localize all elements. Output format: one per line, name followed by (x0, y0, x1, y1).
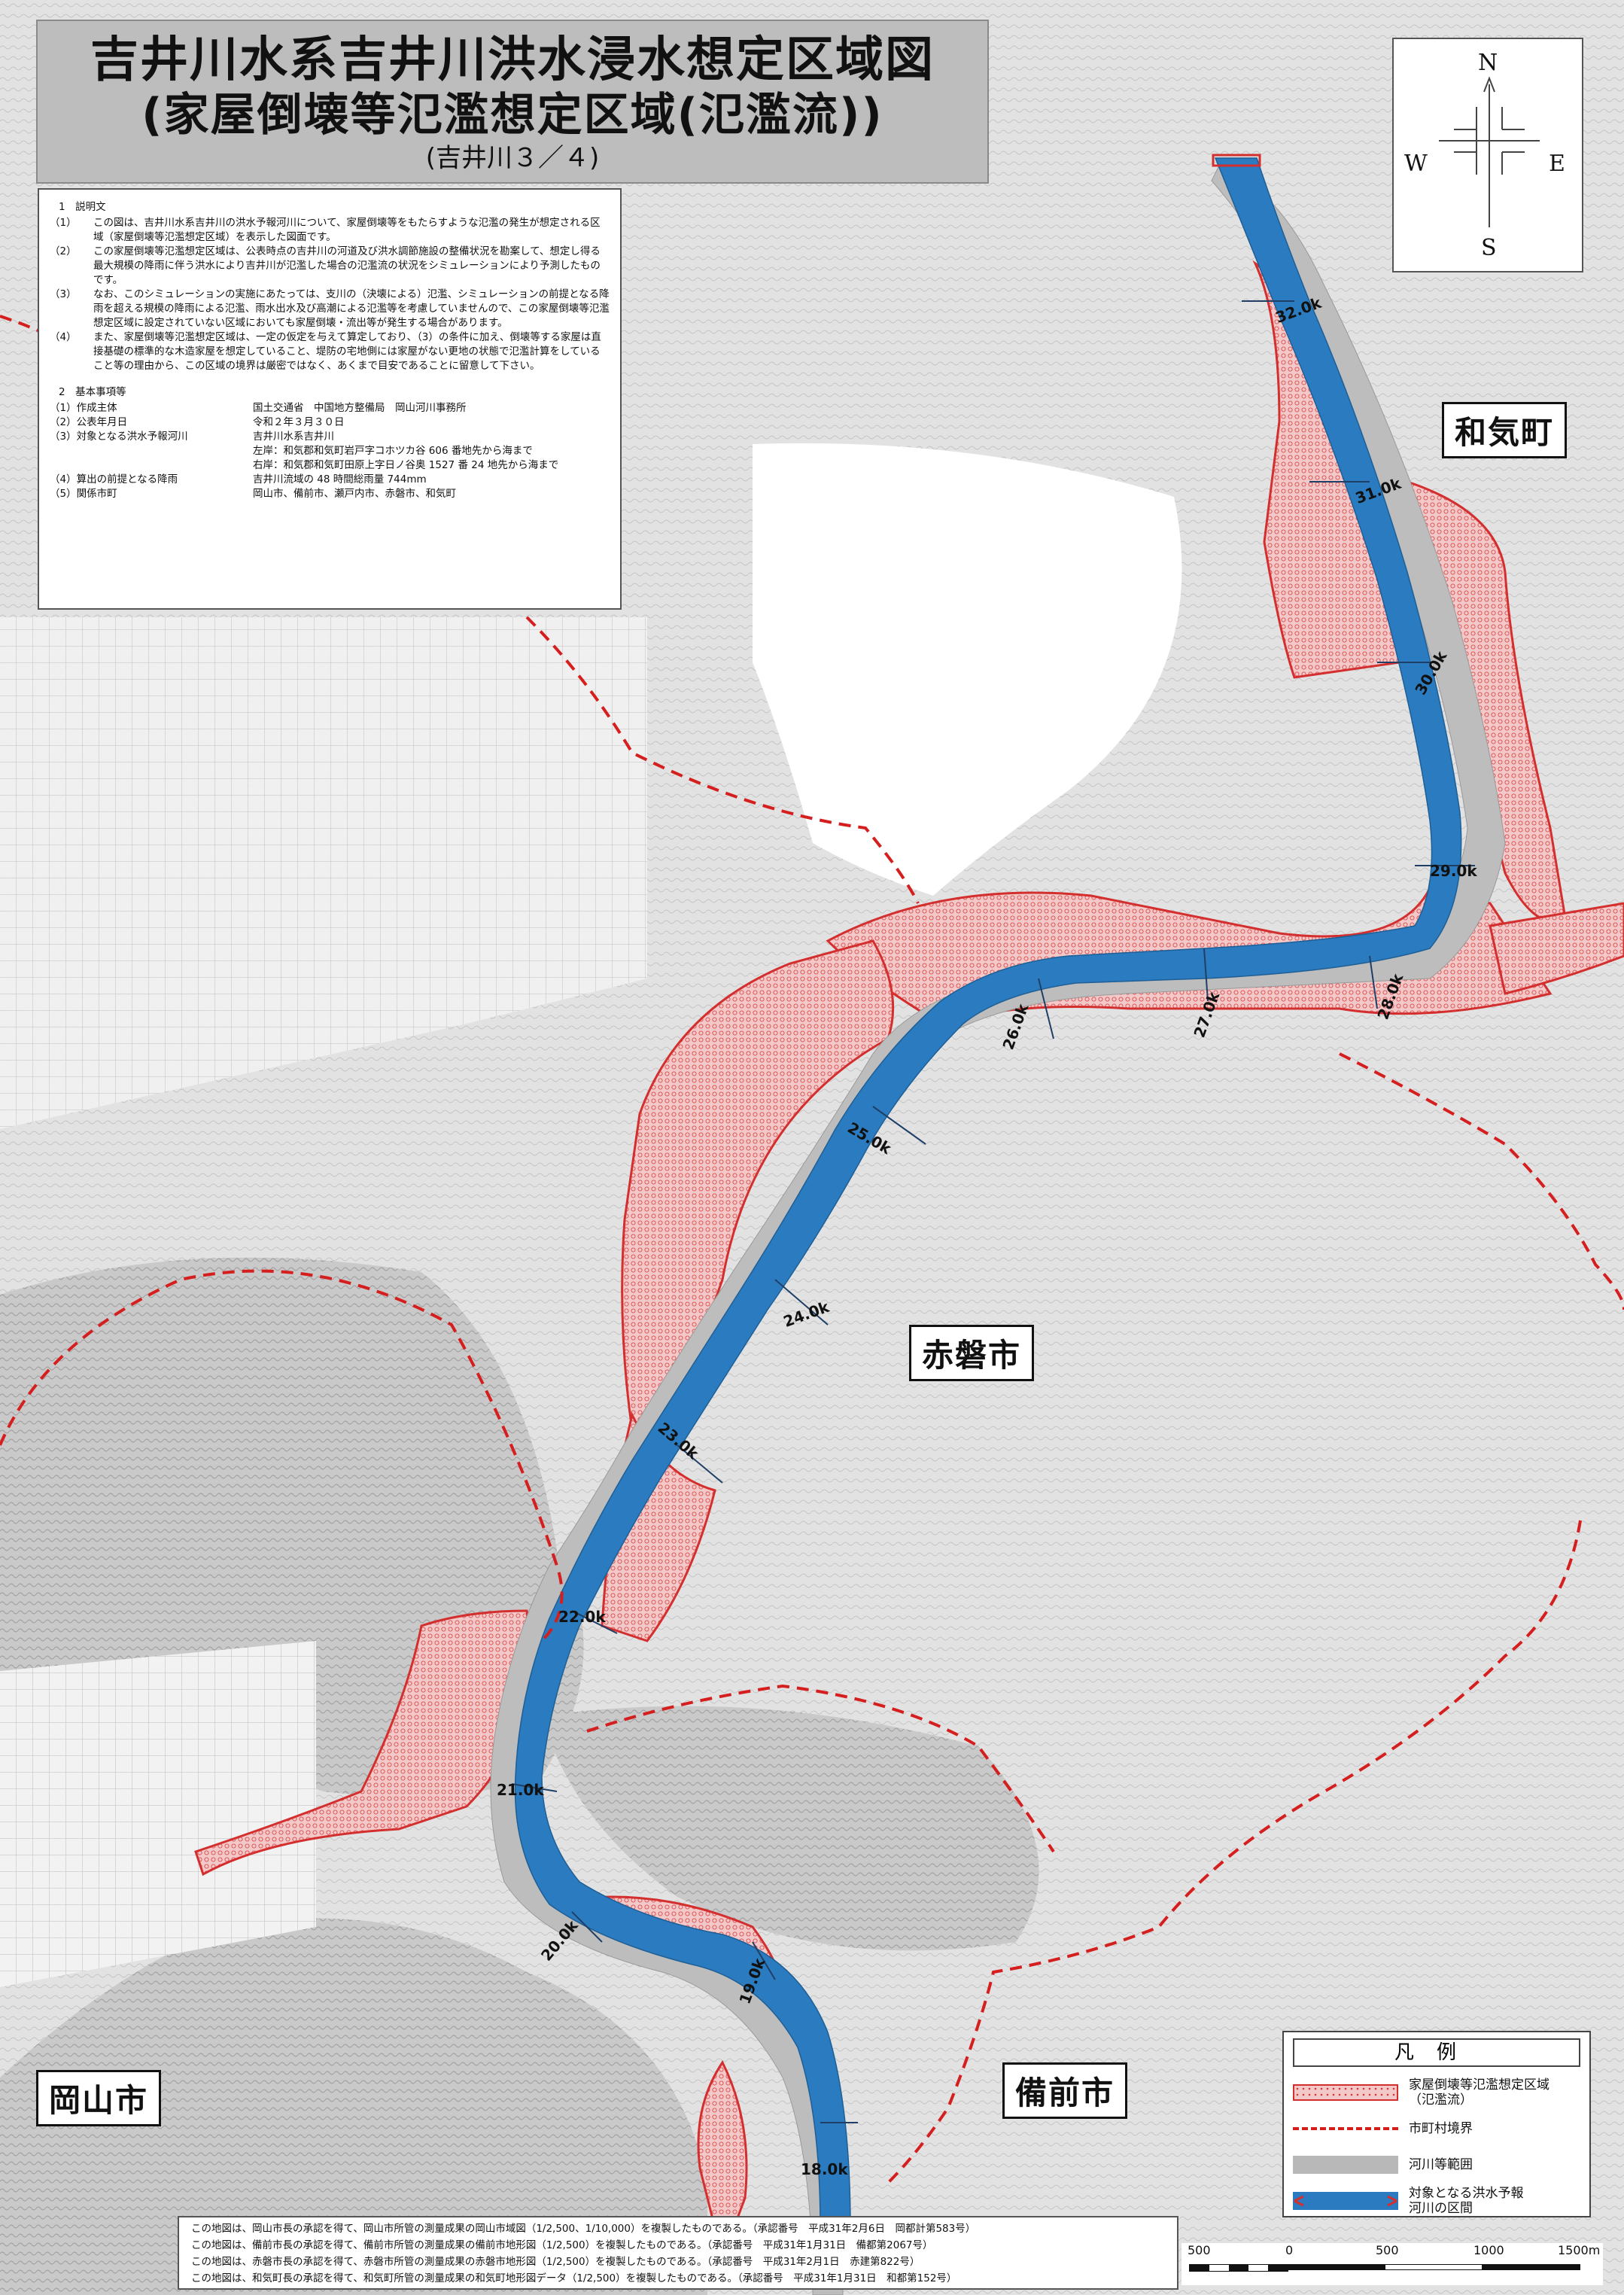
map-subtitle: (家屋倒壊等氾濫想定区域(氾濫流)) (141, 89, 883, 142)
km-marker: 22.0k (558, 1608, 606, 1626)
fact-row: （2）公表年月日 令和２年３月３０日 (50, 416, 345, 428)
compass-north: N (1478, 50, 1498, 76)
scale-label: 0 (1285, 2243, 1294, 2257)
facts-heading: 2 基本事項等 (59, 386, 126, 398)
description-heading: 1 説明文 (59, 201, 106, 213)
river-zone-swatch (1293, 2156, 1398, 2174)
fact-row: 右岸：和気郡和気町田原上字日ノ谷奥 1527 番 24 地先から海まで (253, 459, 559, 471)
legend-label: 対象となる洪水予報 河川の区間 (1409, 2186, 1524, 2216)
fact-row: （1）作成主体 国土交通省 中国地方整備局 岡山河川事務所 (50, 402, 467, 414)
legend-item-target-river: 対象となる洪水予報 河川の区間 (1293, 2183, 1580, 2219)
scale-bar: 500 0 500 1000 1500m (1182, 2243, 1603, 2285)
legend-item-boundary: 市町村境界 (1293, 2111, 1580, 2147)
flood-zone-swatch (1293, 2084, 1398, 2101)
boundary-east (1339, 1052, 1624, 1310)
place-label-wake: 和気町 (1442, 402, 1568, 458)
river-start-marker (1212, 154, 1261, 167)
fact-row: （5）関係市町 岡山市、備前市、瀬戸内市、赤磐市、和気町 (50, 488, 456, 500)
description-panel: 1 説明文 （1） この図は、吉井川水系吉井川の洪水予報河川について、家屋倒壊等… (38, 188, 622, 610)
legend-item-flood-zone: 家屋倒壊等氾濫想定区域 （氾濫流） (1293, 2074, 1580, 2111)
boundary-southeast (887, 1520, 1582, 2184)
legend-label: 河川等範囲 (1409, 2157, 1473, 2172)
credit-line: この地図は、岡山市長の承認を得て、岡山市所管の測量成果の岡山市域図（1/2,50… (191, 2223, 976, 2235)
credit-line: この地図は、赤磐市長の承認を得て、赤磐市所管の測量成果の赤磐市地形図（1/2,5… (191, 2256, 920, 2268)
description-paragraph: （4） また、家屋倒壊等氾濫想定区域は、一定の仮定を与えて算定しており、（3）の… (50, 331, 601, 372)
target-river-swatch (1293, 2192, 1398, 2210)
boundary-swatch (1293, 2117, 1398, 2140)
okayama-town-area (0, 1641, 316, 1987)
boundary-north (525, 616, 920, 904)
fact-row: （3）対象となる洪水予報河川 吉井川水系吉井川 (50, 431, 334, 443)
credit-line: この地図は、備前市長の承認を得て、備前市所管の測量成果の備前市地形図（1/2,5… (191, 2239, 933, 2251)
boundary-south-center (586, 1684, 1055, 1853)
compass-icon (1439, 76, 1540, 227)
compass-south: S (1481, 235, 1497, 261)
scale-label: 500 (1376, 2243, 1399, 2257)
scale-label: 1500m (1558, 2243, 1601, 2257)
map-title: 吉井川水系吉井川洪水浸水想定区域図 (90, 32, 935, 88)
place-label-bizen: 備前市 (1002, 2062, 1128, 2119)
fact-row: 左岸：和気郡和気町岩戸字コホツカ谷 606 番地先から海まで (253, 445, 533, 457)
south-center-hills (542, 1706, 1039, 1951)
scale-label: 500 (1188, 2243, 1211, 2257)
map-sheet-number: (吉井川３／４) (425, 143, 600, 173)
flood-zones (194, 260, 1624, 2263)
km-marker: 29.0k (1430, 862, 1477, 880)
compass-west: W (1404, 151, 1428, 177)
chainage-ticks (511, 300, 1475, 2123)
description-paragraph: （1） この図は、吉井川水系吉井川の洪水予報河川について、家屋倒壊等をもたらすよ… (50, 217, 601, 243)
legend-title: 凡例 (1293, 2038, 1580, 2067)
credit-line: この地図は、和気町長の承認を得て、和気町所管の測量成果の和気町地形図データ（1/… (191, 2272, 957, 2284)
place-label-akaiwa: 赤磐市 (909, 1325, 1035, 1381)
compass-rose: N S W E (1392, 38, 1583, 272)
legend-item-river-zone: 河川等範囲 (1293, 2147, 1580, 2183)
fact-row: （4）算出の前提となる降雨 吉井川流域の 48 時間総雨量 744mm (50, 473, 427, 485)
legend-panel: 凡例 家屋倒壊等氾濫想定区域 （氾濫流） 市町村境界 河川等範囲 対象となる洪水… (1282, 2031, 1591, 2217)
legend-label: 市町村境界 (1409, 2121, 1473, 2136)
km-marker: 18.0k (801, 2160, 848, 2178)
map-title-box: 吉井川水系吉井川洪水浸水想定区域図 (家屋倒壊等氾濫想定区域(氾濫流)) (吉井… (36, 20, 989, 184)
compass-east: E (1549, 151, 1565, 177)
km-marker: 21.0k (497, 1781, 544, 1799)
description-paragraph: （2） この家屋倒壊等氾濫想定区域は、公表時点の吉井川の河道及び洪水調節施設の整… (50, 245, 601, 286)
map-credits: この地図は、岡山市長の承認を得て、岡山市所管の測量成果の岡山市域図（1/2,50… (178, 2216, 1178, 2290)
legend-label: 家屋倒壊等氾濫想定区域 （氾濫流） (1409, 2077, 1549, 2108)
lake-area (753, 443, 1182, 896)
place-label-okayama: 岡山市 (36, 2070, 162, 2126)
description-paragraph: （3） なお、このシミュレーションの実施にあたっては、支川の（決壊による）氾濫、… (50, 288, 610, 329)
south-hills (0, 1918, 707, 2295)
northwest-town-area (0, 617, 647, 1129)
scale-label: 1000 (1473, 2243, 1504, 2257)
flood-zone-west (621, 939, 895, 1433)
boundary-west-akaiwa (0, 1269, 564, 1642)
